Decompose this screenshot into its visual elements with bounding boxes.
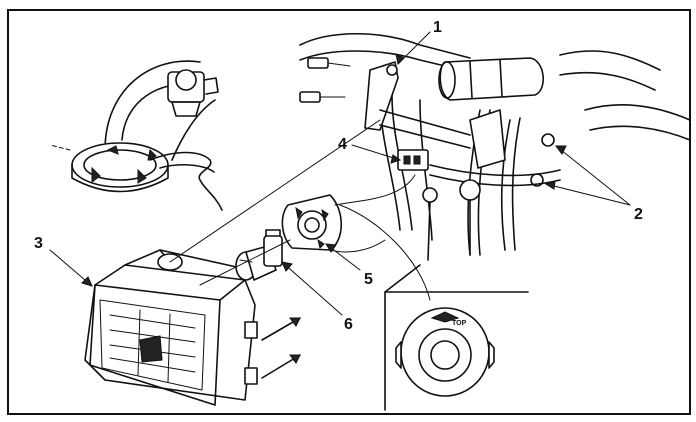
alignment-line xyxy=(334,174,416,206)
callout-2-leader-b xyxy=(545,183,631,206)
dust-cover xyxy=(281,194,342,251)
halogen-bulb xyxy=(235,229,283,281)
alignment-line xyxy=(339,204,431,301)
orientation-inset: TOP xyxy=(384,264,529,411)
alignment-line xyxy=(169,119,381,263)
callout-1-arrowhead xyxy=(395,53,405,66)
bulb-socket-detail xyxy=(49,60,223,211)
inset-top-mark: TOP xyxy=(452,320,467,327)
callout-1: 1 xyxy=(433,19,442,36)
callout-6-arrowhead xyxy=(281,261,293,272)
callout-4-arrowhead xyxy=(390,154,402,164)
callout-4: 4 xyxy=(338,136,347,153)
diagram-frame xyxy=(7,9,691,415)
callout-3-arrowhead xyxy=(81,276,93,287)
direction-arrow-head xyxy=(289,317,301,327)
callout-6-leader xyxy=(281,261,343,316)
callout-2-arrowhead-b xyxy=(544,180,556,190)
frame-bracket-assembly xyxy=(299,32,691,261)
callout-6: 6 xyxy=(344,316,353,333)
callout-3: 3 xyxy=(34,235,43,252)
direction-arrow-head xyxy=(289,354,301,364)
callout-2-leader-a xyxy=(555,145,631,206)
headlight-unit xyxy=(84,249,258,406)
callout-5: 5 xyxy=(364,271,373,288)
callout-2: 2 xyxy=(634,206,643,223)
callout-2-arrowhead-a xyxy=(555,145,567,155)
alignment-line xyxy=(199,239,291,286)
callout-5-arrowhead xyxy=(325,243,337,253)
